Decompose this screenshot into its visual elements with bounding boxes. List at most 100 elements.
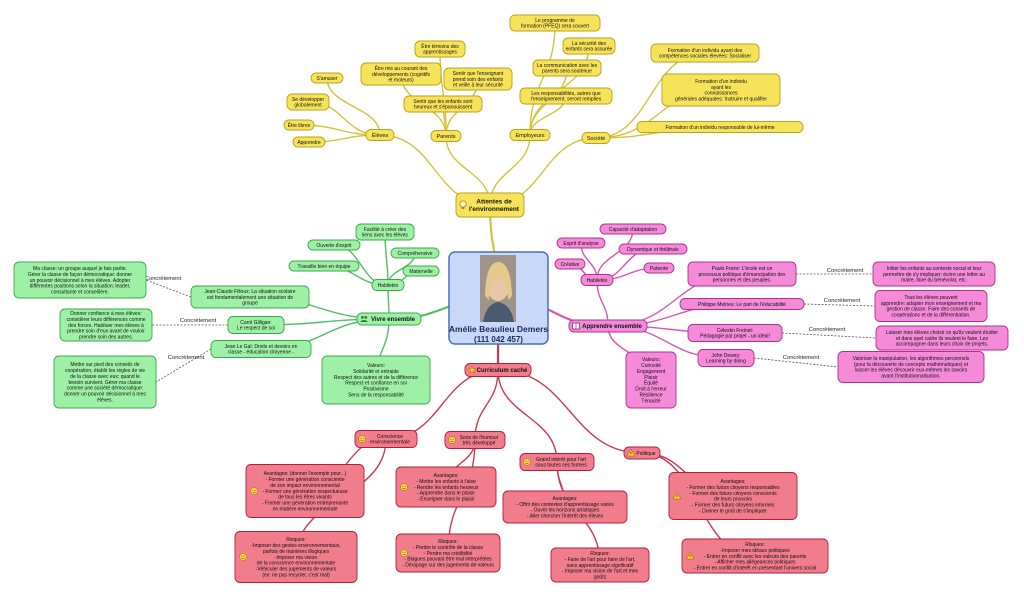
node-label: -Imposer ma vision [275, 555, 317, 561]
node-label: coopérations et de la différentiation. [891, 313, 970, 319]
node-dynamique[interactable]: Dynamique et théâtrale [618, 243, 688, 255]
node-label: John Dewey: [712, 353, 741, 359]
node-samuser[interactable]: S'amuser [310, 72, 344, 84]
node-label: Compréhensive [397, 251, 432, 257]
node-label: Équité [644, 380, 658, 387]
connector-curriculum-humour [474, 369, 499, 441]
node-label: donner un pouvoir décisionnel à mes [64, 392, 146, 398]
node-box [580, 274, 614, 286]
node-dewey[interactable]: John Dewey:Learning by doing [697, 349, 755, 367]
node-travaille[interactable]: Travaille bien en équipe [288, 260, 360, 272]
node-analyse[interactable]: Esprit d'analyse [556, 237, 606, 249]
node-legal[interactable]: Jean Le Gal: Droits et devoirs enclasse … [210, 340, 312, 358]
node-ri_pol[interactable]: Risques:-Imposer mes idéaux politiques- … [681, 538, 829, 574]
node-label: globalement [294, 103, 322, 109]
node-label: et dans quel cadre ils veulent le faire.… [896, 336, 988, 342]
node-label: Philippe Meirieu: Le pari de l'éducabili… [698, 302, 786, 308]
node-box [395, 533, 501, 573]
node-etrelibres[interactable]: Être libres [283, 119, 315, 131]
node-valeurs_p[interactable]: Valeurs:CuriositéEngagementPlaisirÉquité… [625, 351, 677, 409]
node-eleves[interactable]: Élèves [365, 129, 395, 141]
node-box [210, 340, 312, 358]
node-responsabilites[interactable]: Les responsabilités, autres quel'enseign… [519, 87, 613, 105]
node-societe[interactable]: Société [581, 132, 611, 144]
central-topic[interactable]: Amélie Beaulieu Demers (111 042 457) [448, 251, 549, 345]
node-curriculum[interactable]: Curriculum caché [464, 363, 532, 377]
node-box [245, 464, 365, 518]
node-adaptation[interactable]: Capacité d'adaptation [599, 223, 667, 235]
node-av_art[interactable]: Avantages:- Offrir des contextes d'appre… [502, 490, 628, 524]
node-ri_hum[interactable]: Risques:- Perdre le contrôle de la class… [395, 533, 501, 573]
node-habiletes_p[interactable]: Habiletés [580, 274, 614, 286]
node-meirieu[interactable]: Philippe Meirieu: Le pari de l'éducabili… [679, 298, 805, 310]
node-label: classe - éducation citoyenne - [228, 350, 294, 356]
node-valoriser[interactable]: Valoriser la manipulation, les algorithm… [837, 351, 985, 383]
node-label: parents sera soutenue [542, 69, 592, 75]
node-maternelle[interactable]: Maternelle [402, 265, 440, 277]
node-box [307, 239, 361, 251]
central-topic-title: Amélie Beaulieu Demers [449, 324, 548, 334]
node-av_pol[interactable]: Avantages:- Former des futurs citoyens r… [668, 472, 798, 520]
node-ri_env[interactable]: Risques:-Imposer des gestes environnemen… [234, 531, 358, 583]
node-confiance[interactable]: Donner confiance à mes élèves:considérer… [59, 308, 153, 342]
node-laisser[interactable]: Laisser mes élèves choisir ce qu'ils veu… [875, 325, 1009, 351]
node-creative[interactable]: Créative [554, 258, 586, 270]
node-vivre[interactable]: Vivre ensemble [356, 312, 422, 326]
node-label: Respect et confiance en soi [345, 381, 406, 387]
node-comprehensive[interactable]: Compréhensive [390, 247, 440, 259]
node-employeurs[interactable]: Employeurs [509, 129, 551, 141]
node-gilligan[interactable]: Carol Gilligan:Le respect de soi [227, 316, 285, 334]
warning-icon [626, 448, 636, 457]
node-box [395, 466, 497, 508]
node-label: - Former une génération entreprenante [262, 501, 349, 507]
node-ri_art[interactable]: Risques:- Faire de l'art pour faire de l… [550, 547, 650, 583]
node-label: - Perdre ma crédibilité [424, 551, 473, 557]
node-politique[interactable]: Politique [623, 446, 661, 460]
warning-icon [672, 491, 682, 500]
node-apprendre[interactable]: Apprendre [292, 136, 326, 148]
node-initier[interactable]: Initier les enfants au contexte social e… [872, 261, 996, 287]
node-individu3[interactable]: Formation d'un individu responsable de l… [636, 121, 804, 133]
relation-line [803, 303, 876, 307]
node-label: gestion de classe. Faire des conseils de [887, 307, 976, 313]
node-label: différentes positions selon la situation… [30, 284, 131, 290]
node-apprendre_e[interactable]: Apprendre ensemble [568, 319, 648, 333]
node-attentes[interactable]: Attentes del'environnement [455, 192, 525, 218]
node-box [455, 192, 525, 218]
node-av_env[interactable]: Avantages: (donner l'exemple pour...)- F… [245, 464, 365, 518]
node-maclasse[interactable]: Ma classe: un groupe auquel je fais part… [13, 261, 147, 299]
node-conseils[interactable]: Mettre sur pied des conseils decoopérati… [53, 355, 157, 409]
node-filloux[interactable]: Jean-Claude Filloux: La situation scolai… [190, 285, 310, 309]
node-freinet[interactable]: Célestin Freinet:Pédagogie par projet - … [687, 324, 783, 342]
node-individu1[interactable]: Formation d'un individu ayant descompéte… [650, 43, 760, 63]
node-label: - Former des futurs citoyens informés [692, 503, 775, 509]
node-av_hum[interactable]: Avantages:- Mettre les enfants à l'aise-… [395, 466, 497, 508]
connector-curriculum-politique [497, 369, 643, 454]
relation-label: Concrètement [180, 318, 217, 324]
node-habiletes_g[interactable]: Habiletés [371, 279, 405, 291]
node-label: des forces. Habituer mes élèves à [68, 323, 144, 329]
node-box [661, 73, 781, 107]
node-ouverture[interactable]: Ouverte d'esprit [307, 239, 361, 251]
node-patiente[interactable]: Patiente [643, 262, 675, 274]
node-parents[interactable]: Parents [430, 130, 462, 142]
node-box [371, 279, 405, 291]
node-box [687, 324, 783, 342]
